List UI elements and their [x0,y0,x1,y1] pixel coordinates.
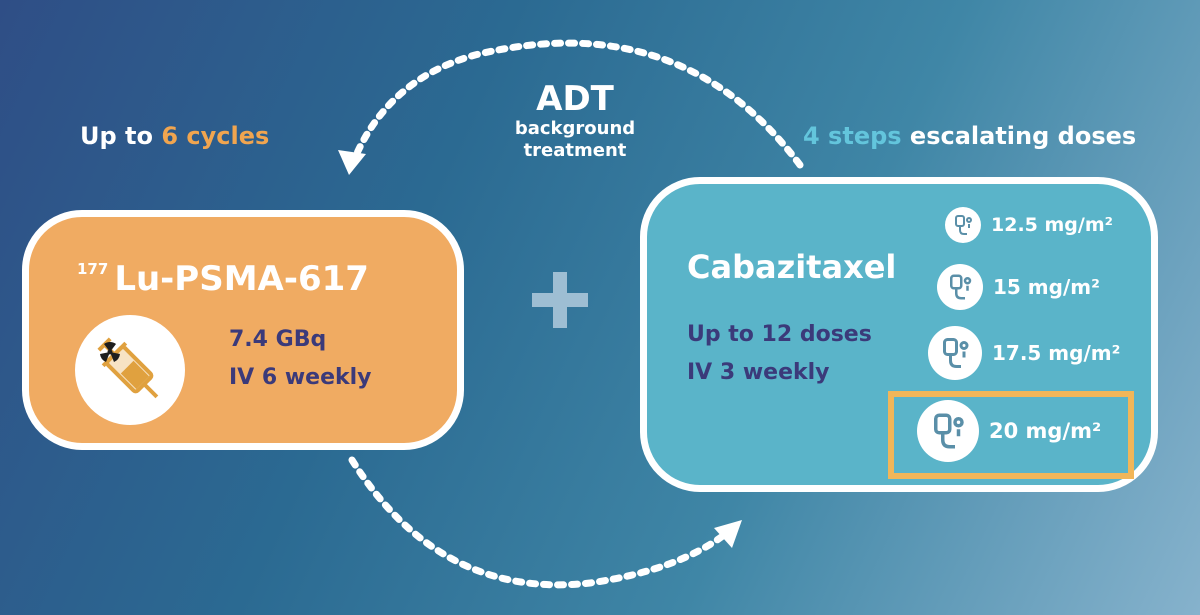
lu-psma-dose: 7.4 GBq [229,327,327,352]
left-caption: Up to 6 cycles [80,122,269,150]
lu-psma-details: 7.4 GBq IV 6 weekly [229,321,372,397]
right-caption-suffix: escalating doses [901,122,1137,150]
bottom-dotted-arc [348,456,732,589]
dose-step-1: 12.5 mg/m² [945,207,1113,243]
right-caption-highlight: 4 steps [803,122,902,150]
dose-step-1-label: 12.5 mg/m² [991,214,1113,236]
dose-step-2: 15 mg/m² [937,264,1100,310]
right-caption: 4 steps escalating doses [803,122,1136,150]
dose-step-3-label: 17.5 mg/m² [992,341,1121,365]
iv-drip-icon [917,400,979,462]
iv-drip-icon [928,326,982,380]
dose-step-4-label: 20 mg/m² [989,419,1102,443]
highlighted-dose-frame [888,391,1134,479]
top-arrowhead [338,150,366,175]
top-dotted-arc [348,39,804,169]
left-caption-prefix: Up to [80,122,162,150]
dose-step-2-label: 15 mg/m² [993,275,1100,299]
lu-psma-name: Lu-PSMA-617 [114,259,369,299]
lu-psma-title: 177 Lu-PSMA-617 [77,259,369,299]
iv-drip-icon [937,264,983,310]
plus-icon [532,272,588,328]
dose-step-4: 20 mg/m² [917,400,1101,462]
lu-psma-box: 177 Lu-PSMA-617 7.4 GBq IV 6 weekly [22,210,464,450]
adt-subtitle: background treatment [514,118,636,161]
cabazitaxel-schedule: IV 3 weekly [687,360,830,385]
cabazitaxel-box: Cabazitaxel Up to 12 doses IV 3 weekly [640,177,1158,492]
lu-psma-schedule: IV 6 weekly [229,365,372,390]
left-caption-highlight: 6 cycles [161,122,270,150]
dose-step-3: 17.5 mg/m² [928,326,1120,380]
cabazitaxel-doses-limit: Up to 12 doses [687,322,872,347]
isotope-number: 177 [77,260,109,278]
cabazitaxel-title: Cabazitaxel [687,248,897,286]
iv-drip-icon [945,207,981,243]
cabazitaxel-details: Up to 12 doses IV 3 weekly [687,316,872,392]
bottom-arrowhead [714,520,742,548]
adt-label: ADT background treatment [470,80,680,162]
radioactive-syringe-icon [75,315,185,425]
adt-title: ADT [536,79,614,119]
